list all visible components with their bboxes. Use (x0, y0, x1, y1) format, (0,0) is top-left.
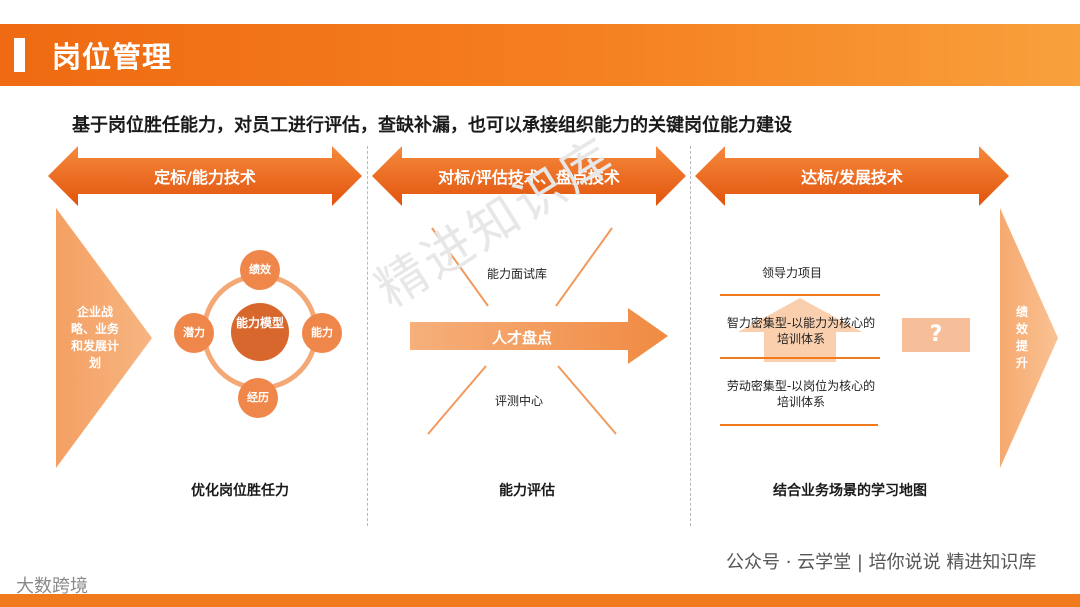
banner-assess-label: 对标/评估技术、盘点技术 (438, 168, 620, 187)
banner-define-label: 定标/能力技术 (154, 168, 256, 187)
performance-text: 绩效提升 (1015, 305, 1028, 370)
talent-review-text: 人才盘点 (492, 329, 553, 347)
cycle-node-left: 潜力 (174, 313, 214, 353)
header-marker (14, 38, 25, 72)
knowledge-training-text: 智力密集型-以能力为核心的培训体系 (726, 316, 876, 346)
funnel-lines (427, 227, 617, 435)
performance-arrow: 绩效提升 (1000, 208, 1058, 472)
double-arrow-shape (372, 146, 686, 206)
bottom-right-watermark: 公众号 · 云学堂 | 培你说说 精进知识库 (726, 552, 1037, 573)
double-arrow-shape (695, 146, 1009, 206)
divider-line (720, 424, 878, 426)
top-margin (0, 0, 1080, 24)
up-arrow-bg (738, 298, 862, 362)
interview-bank-text: 能力面试库 (487, 267, 548, 281)
talent-review-arrow (410, 308, 668, 364)
cycle-center: 能力模型 (231, 303, 289, 361)
caption-column2: 能力评估 (499, 483, 555, 499)
leadership-program-text: 领导力项目 (762, 266, 823, 280)
double-arrow-shape (48, 146, 362, 206)
banner-assess: 对标/评估技术、盘点技术 (372, 146, 686, 206)
caption-column3: 结合业务场景的学习地图 (773, 483, 927, 499)
footer-bar (0, 594, 1080, 607)
cycle-node-bottom: 经历 (238, 378, 278, 418)
banner-define: 定标/能力技术 (48, 146, 362, 206)
divider-line (720, 357, 880, 359)
caption-column1: 优化岗位胜任力 (191, 483, 289, 499)
chevron-shape (1000, 208, 1058, 468)
subtitle: 基于岗位胜任能力，对员工进行评估，查缺补漏，也可以承接组织能力的关键岗位能力建设 (72, 115, 792, 136)
question-box: ? (902, 318, 970, 352)
header-bar: 岗位管理 (0, 24, 1080, 86)
cycle-node-right: 能力 (302, 313, 342, 353)
strategy-text: 企业战略、业务和发展计划 (70, 305, 119, 370)
assessment-center-text: 评测中心 (495, 394, 544, 408)
divider-line (720, 294, 880, 296)
strategy-arrow: 企业战略、业务和发展计划 (56, 208, 152, 472)
banner-develop: 达标/发展技术 (695, 146, 1009, 206)
column-divider (367, 146, 368, 526)
cycle-node-top: 绩效 (240, 250, 280, 290)
banner-develop-label: 达标/发展技术 (801, 168, 903, 187)
page-title: 岗位管理 (52, 40, 173, 74)
chevron-shape (56, 208, 152, 468)
labor-training-text: 劳动密集型-以岗位为核心的培训体系 (726, 379, 876, 409)
column-divider (690, 146, 691, 526)
bottom-left-watermark: 大数跨境 (16, 576, 88, 597)
